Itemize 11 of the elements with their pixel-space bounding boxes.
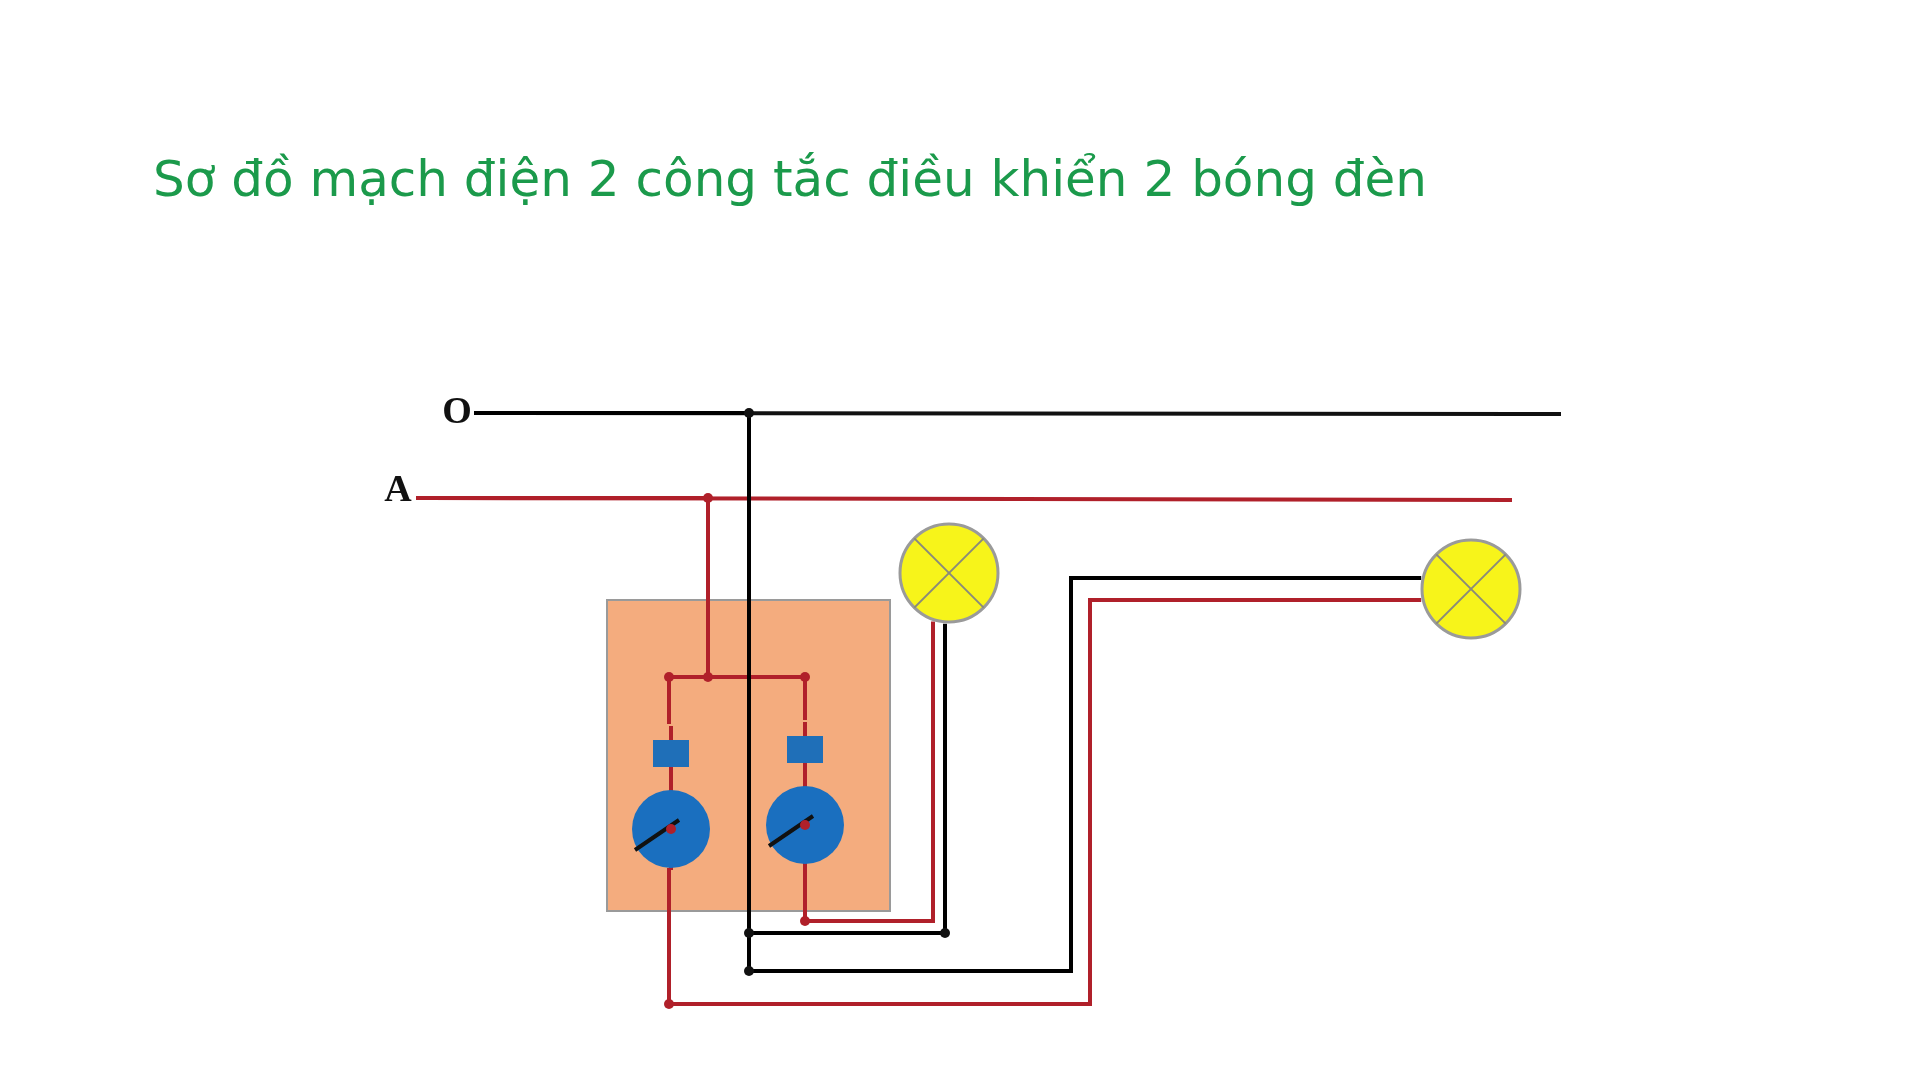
wire-label: O [440, 390, 474, 430]
wire-label: A [380, 468, 416, 508]
wire [474, 411, 1422, 973]
lamp-symbol [1420, 538, 1522, 640]
switch-symbol [631, 726, 711, 870]
switch-plate [606, 599, 891, 912]
lamp-symbol [898, 522, 1000, 624]
switch-symbol [765, 722, 845, 866]
diagram-title: Sơ đồ mạch điện 2 công tắc điều khiển 2 bóng đèn [153, 150, 1427, 208]
wire [667, 598, 1422, 1006]
wire [803, 621, 935, 923]
